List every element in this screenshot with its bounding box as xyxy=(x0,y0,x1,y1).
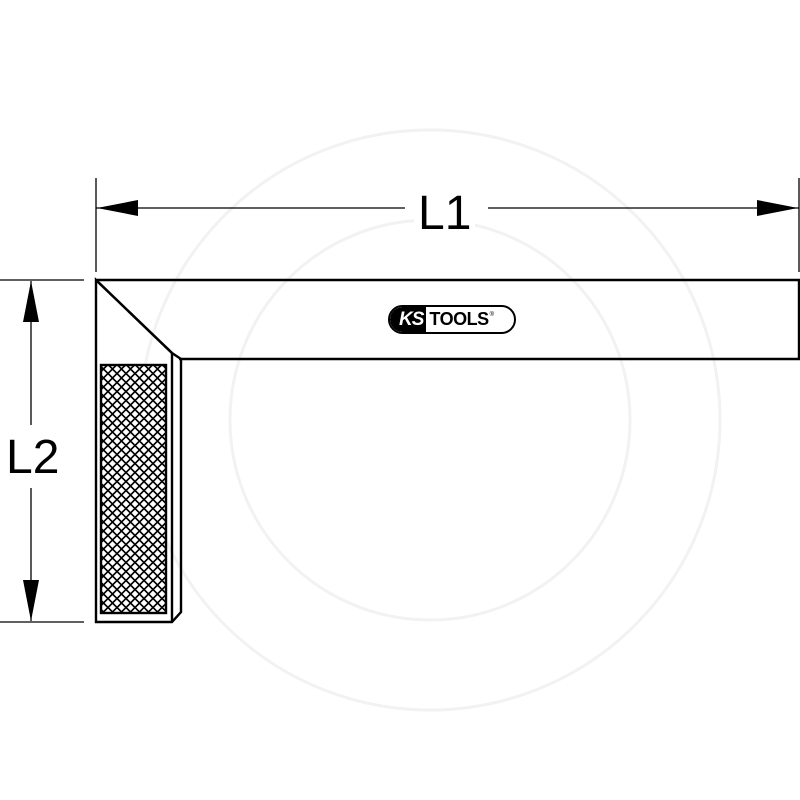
blade xyxy=(96,278,800,361)
arrowhead-left-icon xyxy=(97,200,138,216)
dimension-l1 xyxy=(95,178,800,272)
registered-mark-icon: ® xyxy=(489,312,495,318)
dimension-l2 xyxy=(0,279,84,623)
dimension-label-l2: L2 xyxy=(2,434,64,482)
arrowhead-up-icon xyxy=(23,281,39,322)
dimension-label-l1: L1 xyxy=(414,190,476,238)
arrowhead-down-icon xyxy=(23,580,39,621)
steel-square xyxy=(94,277,800,624)
brand-logo-prefix: KS xyxy=(390,307,427,332)
knurled-grip xyxy=(99,363,168,615)
brand-logo-name: TOOLS xyxy=(429,309,489,329)
brand-logo: KS TOOLS ® xyxy=(388,305,516,334)
miter-line xyxy=(95,279,173,354)
arrowhead-right-icon xyxy=(757,200,798,216)
